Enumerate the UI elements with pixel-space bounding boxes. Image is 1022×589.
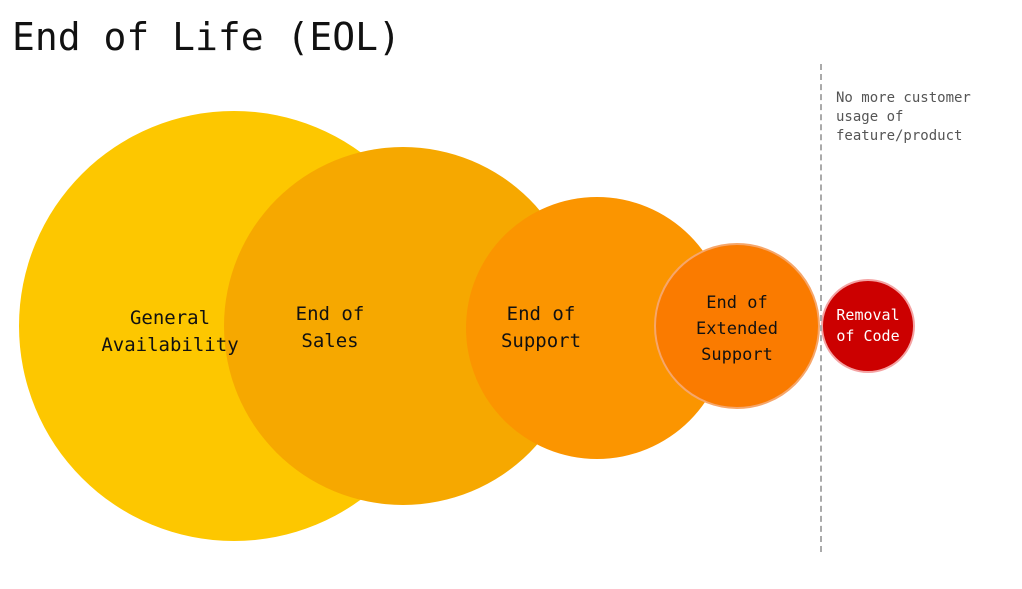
label-end-of-sales: End of Sales	[295, 303, 365, 352]
circle-end-of-extended-support	[654, 243, 820, 409]
label-end-of-extended-support: End of Extended Support	[696, 293, 778, 365]
label-removal-of-code: Removal of Code	[836, 306, 900, 345]
page-title: End of Life (EOL)	[12, 15, 401, 59]
circle-removal-of-code	[821, 279, 915, 373]
label-end-of-support: End of Support	[500, 303, 582, 352]
note-text: No more customer usage of feature/produc…	[836, 90, 971, 144]
label-general-availability: General Availability	[101, 307, 239, 356]
dashed-divider	[820, 64, 822, 552]
